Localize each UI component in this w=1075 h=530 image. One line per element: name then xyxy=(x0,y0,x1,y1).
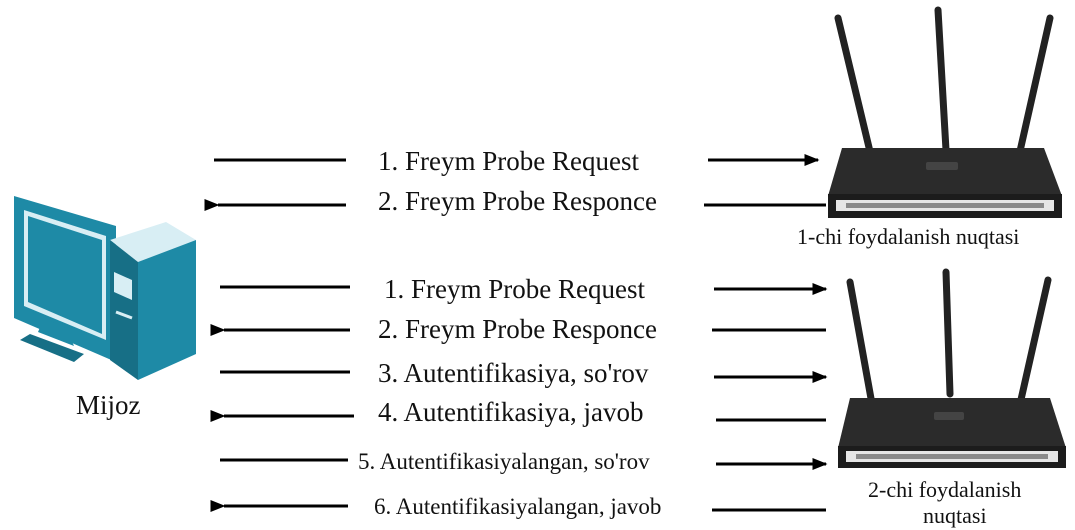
group1-messages: 1. Freym Probe Request 2. Freym Probe Re… xyxy=(204,146,826,216)
group2-messages: 1. Freym Probe Request 2. Freym Probe Re… xyxy=(210,274,828,519)
desktop-computer-icon xyxy=(14,196,196,380)
wifi-router-icon xyxy=(828,6,1062,218)
message-label: 2. Freym Probe Responce xyxy=(378,314,657,344)
message-label: 5. Autentifikasiyalangan, so'rov xyxy=(358,449,650,474)
ap2-label-line2: nuqtasi xyxy=(923,503,987,528)
message-label: 1. Freym Probe Request xyxy=(378,146,639,176)
message-label: 4. Autentifikasiya, javob xyxy=(378,397,643,427)
ap2-label-line1: 2-chi foydalanish xyxy=(868,477,1021,502)
message-label: 6. Autentifikasiyalangan, javob xyxy=(374,494,661,519)
ap1-label: 1-chi foydalanish nuqtasi xyxy=(797,224,1019,249)
message-label: 1. Freym Probe Request xyxy=(384,274,645,304)
wifi-router-icon xyxy=(838,268,1066,468)
client-label: Mijoz xyxy=(76,390,141,420)
message-label: 2. Freym Probe Responce xyxy=(378,186,657,216)
message-label: 3. Autentifikasiya, so'rov xyxy=(378,358,649,388)
